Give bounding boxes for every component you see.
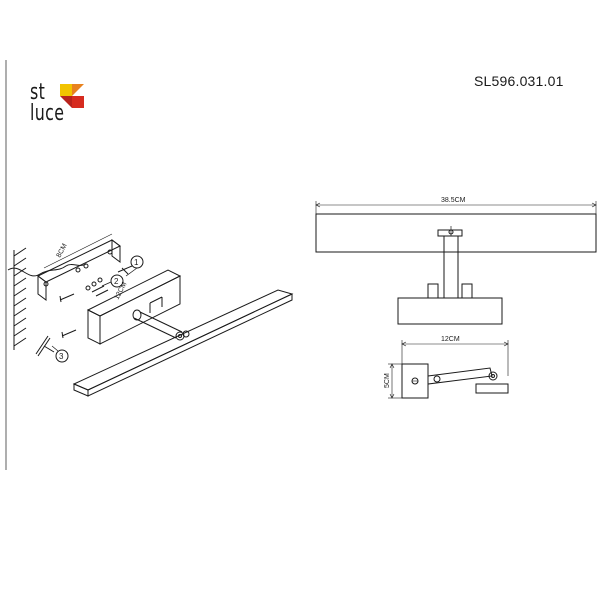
brand-logo-text-top: st	[30, 80, 46, 105]
logo-tile-orange	[72, 84, 84, 96]
brand-logo-text-bottom: luce	[30, 101, 65, 126]
base-width-dimension-label: 12CM	[441, 336, 460, 343]
step-3-label: 3	[59, 352, 64, 361]
wire-connector	[85, 277, 109, 297]
step-marker-3-shape	[51, 345, 69, 363]
front-arm	[427, 226, 473, 299]
side-arm	[427, 367, 498, 385]
model-number: SL596.031.01	[474, 73, 564, 89]
side-view-width-dimension	[401, 340, 509, 376]
base-height-dimension-label: 5CM	[384, 373, 391, 388]
step-marker-2-shape	[101, 274, 124, 288]
logo-tile-darkred	[60, 96, 72, 108]
step-marker-1-shape	[125, 255, 144, 277]
lamp-arm	[132, 296, 190, 341]
brand-logo-mark	[60, 84, 84, 108]
fixing-screw-right	[117, 265, 133, 275]
side-view-height-dimension	[388, 363, 402, 399]
step-2-label: 2	[114, 277, 119, 286]
lamp-base	[86, 269, 182, 345]
light-bar	[72, 289, 294, 397]
front-light-bar	[315, 213, 597, 253]
front-view-dimension	[315, 201, 597, 214]
bracket-dimension-line	[43, 233, 113, 269]
wall-cable	[7, 263, 87, 277]
screw-lower	[61, 329, 77, 339]
screwdriver-tool	[35, 335, 55, 357]
wall-hatching	[13, 247, 27, 350]
side-light-bar	[475, 383, 509, 394]
logo-tile-red	[72, 96, 84, 108]
screw-upper	[59, 293, 75, 303]
step-1-label: 1	[134, 258, 139, 267]
logo-tile-yellow	[60, 84, 72, 96]
side-base-screw	[411, 377, 419, 385]
width-dimension-label: 38.5CM	[441, 197, 466, 204]
front-base	[397, 297, 503, 325]
